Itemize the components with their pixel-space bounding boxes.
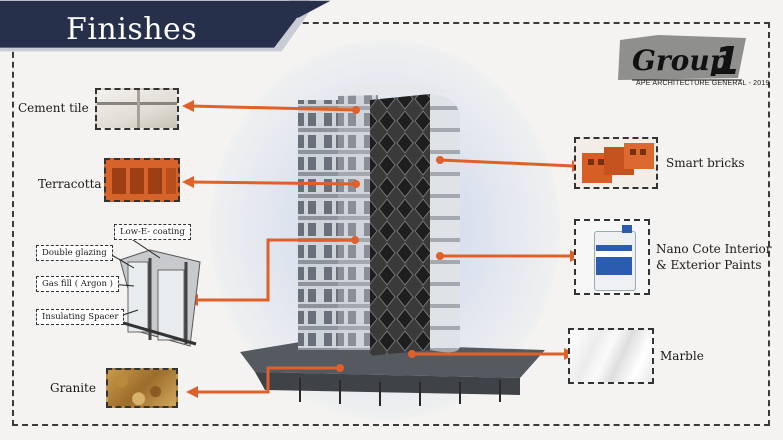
tower-balconies	[298, 100, 340, 350]
podium-floor	[255, 372, 520, 395]
cement-tile-label: Cement tile	[18, 101, 89, 115]
podium-columns	[299, 378, 501, 406]
double-glazing-label: Double glazing	[36, 245, 113, 261]
roof	[336, 82, 452, 96]
title-banner	[0, 0, 331, 52]
curved-facade	[430, 94, 460, 353]
smart-bricks-swatch	[574, 137, 658, 189]
svg-text:1: 1	[714, 39, 740, 83]
terracotta-label: Terracotta	[38, 177, 102, 191]
connector-lines	[189, 104, 575, 394]
gas-fill-label: Gas fill ( Argon )	[36, 276, 120, 292]
paints-label-line1: Nano Cote Interior	[656, 242, 772, 256]
low-e-coating-label: Low-E- coating	[114, 224, 191, 240]
insulating-spacer-label: Insulating Spacer	[36, 309, 125, 325]
smart-bricks-label: Smart bricks	[666, 156, 745, 170]
connector-dots	[336, 106, 444, 372]
dashed-frame	[12, 22, 770, 426]
terracotta-swatch	[104, 158, 180, 202]
granite-swatch	[106, 368, 178, 408]
marble-label: Marble	[660, 349, 704, 363]
lattice-facade	[370, 94, 430, 356]
group-logo-icon: Group 1	[618, 35, 746, 83]
granite-label: Granite	[50, 381, 96, 395]
page-title: Finishes	[66, 12, 198, 47]
marble-swatch	[568, 328, 654, 384]
window-section-drawing	[119, 249, 201, 347]
svg-text:Group: Group	[632, 44, 730, 77]
paint-can-swatch	[574, 219, 650, 295]
logo-subtitle: APE ARCHITECTURE GENERAL - 2019	[636, 80, 770, 87]
cement-tile-swatch	[95, 88, 179, 130]
paints-label-line2: & Exterior Paints	[656, 258, 762, 272]
